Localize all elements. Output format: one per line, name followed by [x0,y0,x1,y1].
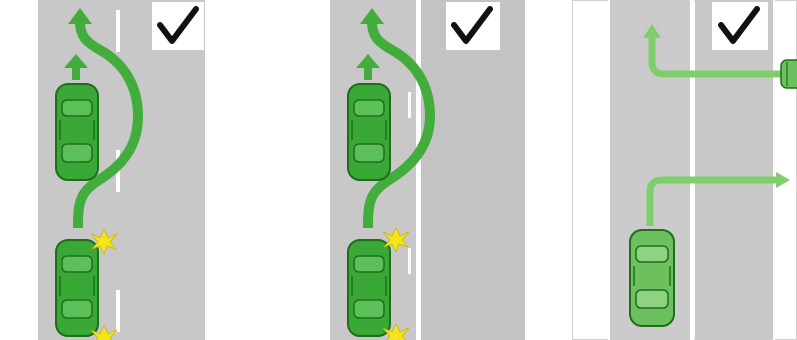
panel-overtake-broken-line [0,0,232,340]
green-car-icon [630,230,674,326]
lane-dash [116,290,120,332]
diagram-overtake-broken-line [0,0,232,340]
panel-overtake-solid-beside-broken-line [290,0,525,340]
lane-dash [116,10,120,52]
lane-dash [408,92,411,118]
check-mark-icon [446,2,500,50]
road-edge-line [608,0,610,340]
road-surface-opposite [421,0,525,340]
green-car-icon [348,84,390,180]
diagram-turn-across-solid-line [572,0,797,340]
road-edge-line [773,0,775,340]
green-car-icon [56,84,98,180]
panel-turn-across-solid-line [572,0,797,340]
road-surface-opposite [695,0,775,340]
green-car-icon [56,240,98,336]
diagram-overtake-solid-beside-broken-line [290,0,525,340]
solid-center-line [690,0,694,340]
check-mark-icon [712,2,768,50]
lane-dash [408,248,411,274]
green-car-icon [348,240,390,336]
solid-center-line [416,0,420,340]
partial-car-icon [781,60,797,88]
check-mark-icon [152,2,204,50]
